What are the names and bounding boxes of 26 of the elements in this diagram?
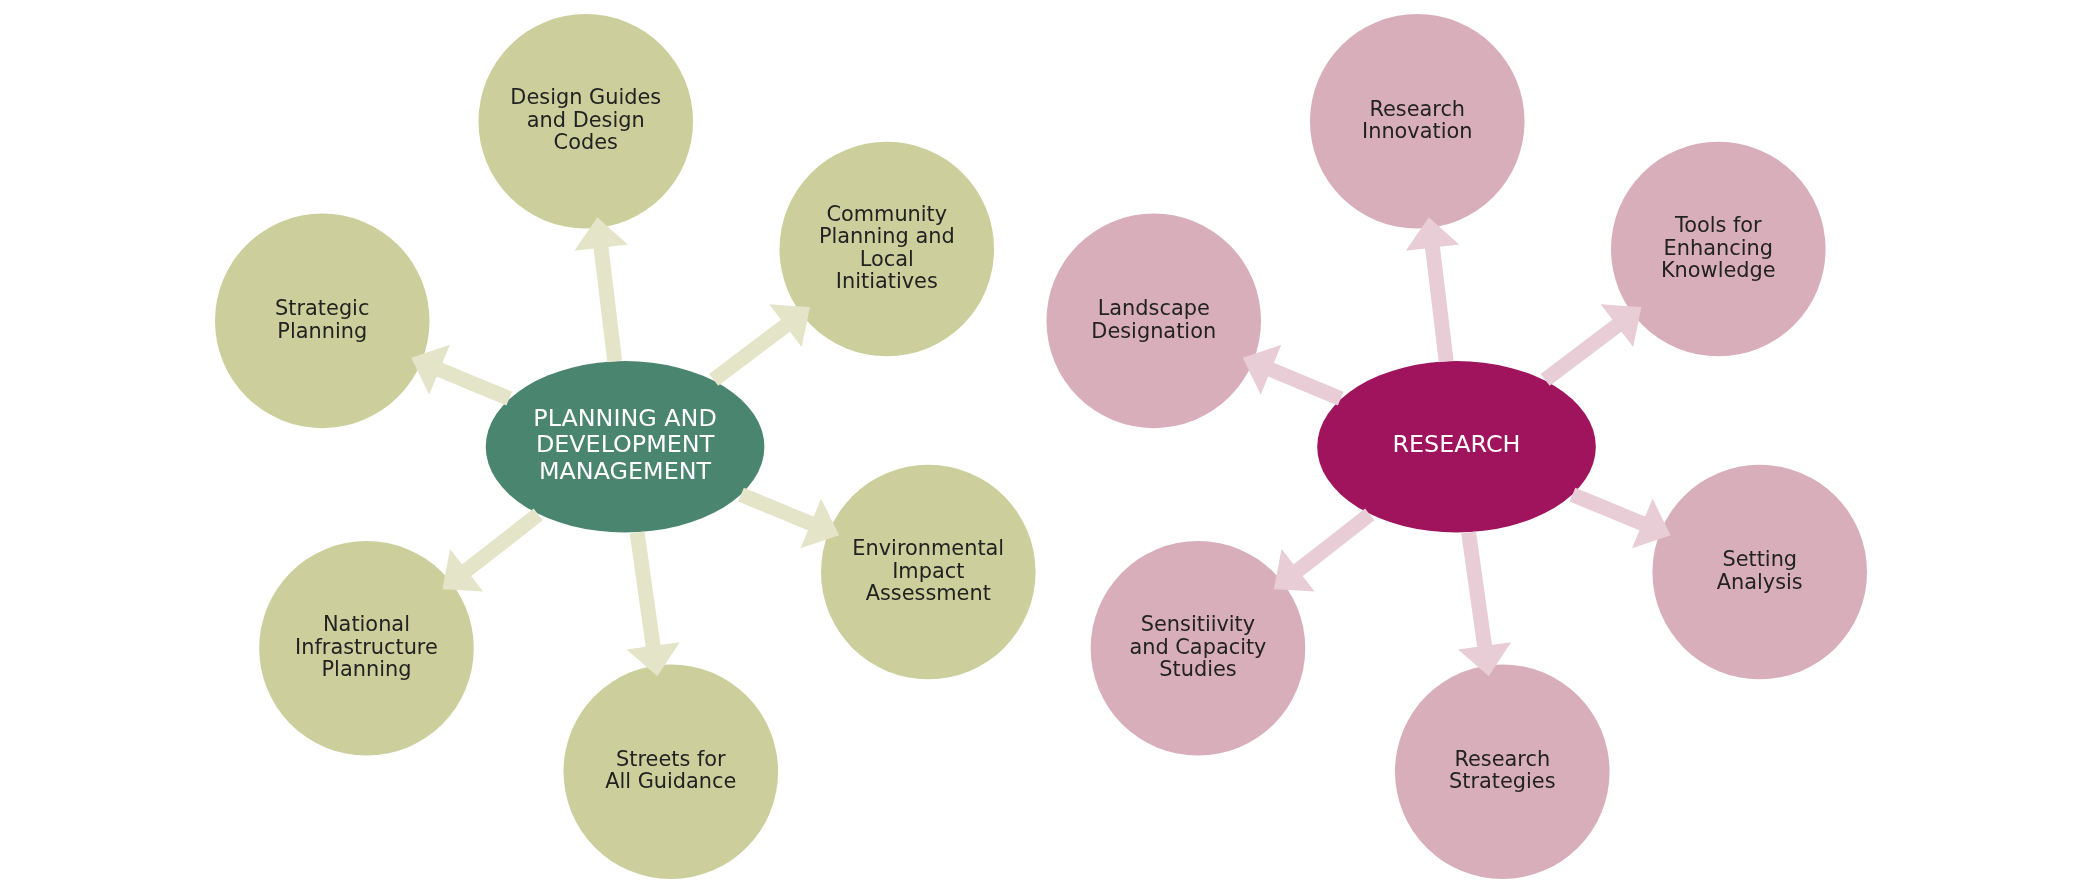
arrow xyxy=(626,531,680,677)
arrow xyxy=(738,487,840,549)
node-circle: Strategic Planning xyxy=(214,213,430,429)
arrow xyxy=(1273,508,1375,592)
node-circle: Community Planning and Local Initiatives xyxy=(779,141,995,357)
node-circle: Sensitiivity and Capacity Studies xyxy=(1090,541,1306,756)
node-circle: Setting Analysis xyxy=(1652,464,1868,680)
node-circle: Environmental Impact Assessment xyxy=(821,464,1036,680)
arrow xyxy=(1540,304,1642,386)
arrow xyxy=(442,508,543,592)
node-circle: Streets for All Guidance xyxy=(563,664,779,879)
arrow xyxy=(1569,487,1671,549)
node-ellipse: RESEARCH xyxy=(1317,361,1596,533)
arrow xyxy=(709,304,810,386)
arrow xyxy=(1405,217,1460,363)
node-circle: National Infrastructure Planning xyxy=(259,541,474,756)
node-circle: Design Guides and Design Codes xyxy=(478,14,694,229)
node-circle: Research Strategies xyxy=(1395,664,1610,879)
arrow xyxy=(1458,531,1512,677)
arrow xyxy=(574,217,628,363)
node-circle: Landscape Designation xyxy=(1046,213,1261,429)
arrow xyxy=(411,344,513,406)
node-ellipse: PLANNING AND DEVELOPMENT MANAGEMENT xyxy=(485,361,765,533)
node-circle: Research Innovation xyxy=(1309,14,1525,229)
arrow xyxy=(1242,344,1344,406)
node-circle: Tools for Enhancing Knowledge xyxy=(1611,141,1826,357)
